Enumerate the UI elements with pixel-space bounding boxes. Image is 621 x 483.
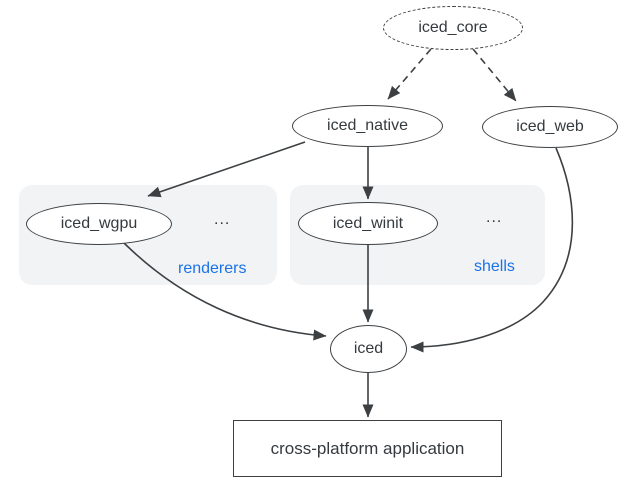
node-cross-platform-application: cross-platform application — [233, 420, 502, 477]
node-iced-web-label: iced_web — [516, 118, 584, 135]
node-iced-core: iced_core — [383, 6, 523, 50]
node-cross-platform-application-label: cross-platform application — [270, 438, 465, 458]
node-iced-native: iced_native — [292, 105, 443, 147]
node-iced-wgpu-label: iced_wgpu — [60, 215, 138, 232]
edge-iced_core-iced_web — [472, 48, 517, 102]
shells-group-label: shells — [474, 258, 515, 275]
node-iced-wgpu: iced_wgpu — [26, 203, 172, 245]
renderers-group-label: renderers — [178, 260, 247, 277]
edge-iced_web-iced — [410, 147, 574, 353]
node-iced-winit: iced_winit — [298, 202, 438, 245]
shells-ellipsis: ... — [486, 209, 503, 226]
node-iced-label: iced — [353, 340, 384, 357]
node-iced-core-label: iced_core — [418, 19, 488, 36]
edge-iced_native-iced_wgpu — [147, 141, 306, 198]
renderers-ellipsis: ... — [214, 211, 231, 228]
edge-iced_wgpu-iced — [123, 242, 327, 341]
node-iced-native-label: iced_native — [327, 117, 408, 134]
node-iced-web: iced_web — [482, 106, 618, 148]
edge-iced_core-iced_native — [387, 48, 432, 100]
node-iced-winit-label: iced_winit — [332, 214, 404, 232]
node-iced: iced — [330, 325, 407, 373]
